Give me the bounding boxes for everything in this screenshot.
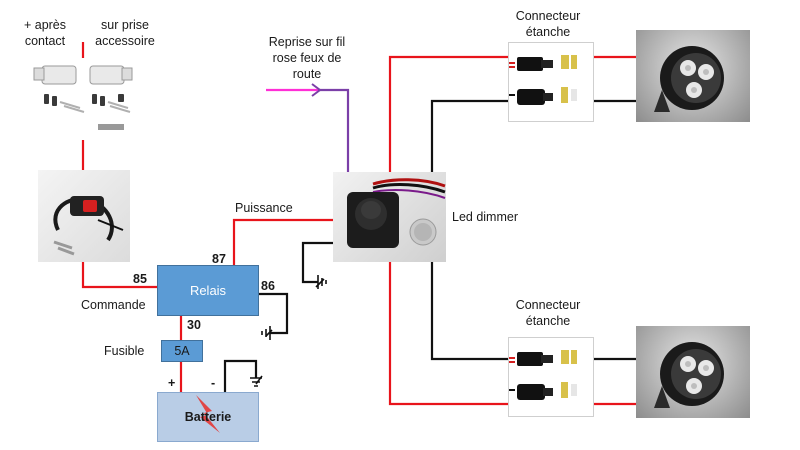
label-pin-87: 87: [212, 252, 226, 266]
ground-symbol-dimmer: [315, 275, 327, 289]
waterproof-connector-photo-top: [508, 42, 594, 122]
ground-symbol-relay: [261, 326, 273, 340]
wire-dimmer-positive-out: [388, 55, 508, 172]
wire-dimmer-black-bottom: [430, 262, 508, 361]
battery-box: Batterie: [157, 392, 259, 442]
wire-switch-to-relay-85: [81, 262, 157, 289]
waterproof-connector-photo-bottom: [508, 337, 594, 417]
led-lamp-photo-top: [636, 30, 750, 122]
wire-battery-negative: [223, 359, 258, 392]
relay-label: Relais: [189, 283, 227, 298]
label-pin-30: 30: [187, 318, 201, 332]
label-battery-plus: +: [168, 376, 176, 390]
label-puissance: Puissance: [235, 201, 293, 215]
battery-label: Batterie: [184, 410, 232, 424]
label-pin-86: 86: [261, 279, 275, 293]
fuse-value: 5A: [174, 344, 190, 358]
label-commande: Commande: [81, 298, 146, 312]
label-connecteur-bottom: Connecteur étanche: [515, 298, 581, 328]
label-battery-minus: -: [211, 376, 216, 390]
relay-box: Relais: [157, 265, 259, 316]
wire-dimmer-positive-down: [388, 262, 508, 406]
label-pin-85: 85: [133, 272, 147, 286]
label-fusible: Fusible: [104, 344, 145, 358]
wire-relay-86-ground: [256, 292, 289, 335]
accessory-plug-photo: [28, 58, 148, 140]
label-connecteur-top: Connecteur étanche: [515, 9, 581, 39]
led-lamp-photo-bottom: [636, 326, 750, 418]
fuse-box: 5A: [161, 340, 203, 362]
ground-symbol-battery: [250, 375, 263, 387]
label-prise-accessoire: sur prise accessoire: [95, 18, 155, 48]
wire-relay-87-to-dimmer: [232, 218, 333, 265]
wire-purple-dimmer-trigger: [318, 88, 350, 172]
lightning-icon: [196, 395, 220, 433]
label-led-dimmer: Led dimmer: [452, 210, 518, 224]
led-dimmer-photo: [333, 172, 446, 262]
label-apres-contact: + après contact: [23, 18, 67, 48]
wire-dimmer-black-top: [430, 99, 508, 172]
arrow-head: [311, 83, 322, 97]
handlebar-switch-photo: [38, 170, 130, 262]
label-reprise-fil-rose: Reprise sur fil rose feux de route: [268, 35, 346, 81]
wire-dimmer-ground: [301, 241, 333, 284]
